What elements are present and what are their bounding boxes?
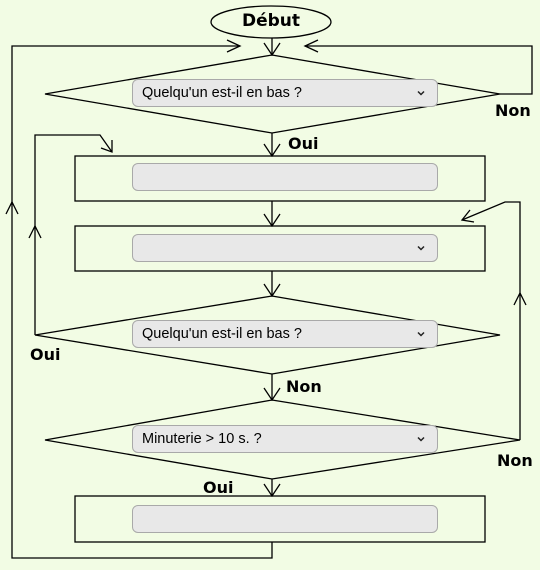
decision-dropdown-2[interactable]: Quelqu'un est-il en bas ? (132, 320, 438, 348)
action-dropdown-1[interactable] (132, 163, 438, 191)
chevron-down-icon (417, 90, 425, 96)
chevron-down-icon (417, 436, 425, 442)
dropdown-value: Minuterie > 10 s. ? (142, 431, 262, 447)
dropdown-value: Quelqu'un est-il en bas ? (142, 326, 302, 342)
chevron-down-icon (417, 245, 425, 251)
yes-label-2: Oui (30, 345, 61, 364)
no-label-mid: Non (286, 377, 322, 396)
decision-dropdown-1[interactable]: Quelqu'un est-il en bas ? (132, 79, 438, 107)
yes-label-1: Oui (288, 134, 319, 153)
no-label-right: Non (497, 451, 533, 470)
dropdown-value: Quelqu'un est-il en bas ? (142, 85, 302, 101)
no-label-top: Non (495, 101, 531, 120)
action-box-2 (74, 225, 486, 272)
action-dropdown-2[interactable] (132, 234, 438, 262)
chevron-down-icon (417, 331, 425, 337)
start-label: Début (241, 11, 301, 31)
action-dropdown-3[interactable] (132, 505, 438, 533)
yes-label-3: Oui (203, 478, 234, 497)
decision-dropdown-3[interactable]: Minuterie > 10 s. ? (132, 425, 438, 453)
action-box-3 (74, 495, 486, 543)
action-box-1 (74, 155, 486, 202)
start-node (210, 5, 332, 39)
